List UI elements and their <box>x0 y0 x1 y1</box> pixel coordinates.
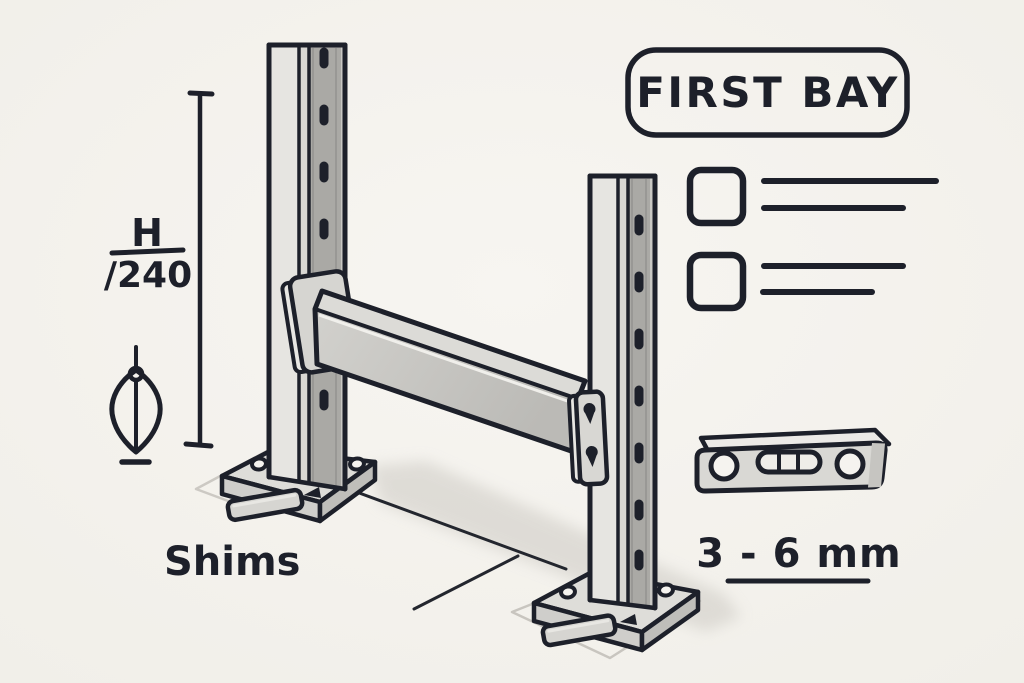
left-upright <box>266 42 348 492</box>
spirit-level-icon <box>694 427 892 494</box>
chalk-line <box>341 485 568 571</box>
checklist-item <box>686 251 906 312</box>
anchor-hole <box>348 456 366 472</box>
hook-holes <box>583 403 598 467</box>
anchor-hole <box>304 487 321 498</box>
anchor-hole <box>250 456 268 472</box>
shims-label: Shims <box>164 539 300 585</box>
checkbox-icon <box>686 251 747 312</box>
callout-label: FIRST BAY <box>636 68 900 117</box>
dimension-denominator: /240 <box>104 255 192 296</box>
checklist-item <box>686 166 939 227</box>
gap-label: 3 - 6 mm <box>696 531 901 577</box>
level-hole <box>708 450 740 482</box>
left-shim <box>225 487 305 523</box>
perforation-slots <box>634 214 644 571</box>
level-end-facet <box>868 443 885 488</box>
dimension-numerator: H <box>131 211 163 255</box>
checkbox-icon <box>686 166 747 227</box>
level-hole <box>834 448 866 480</box>
dimension-annotation: H /240 <box>104 90 215 449</box>
right-shim <box>540 613 618 648</box>
first-bay-callout: FIRST BAY <box>625 47 910 138</box>
dimension-line-icon <box>183 90 215 449</box>
anchor-hole <box>559 584 577 600</box>
checklist <box>686 166 939 312</box>
beam-connector-right <box>567 389 610 487</box>
callout-border <box>625 47 910 138</box>
chalk-line <box>412 554 520 611</box>
anchor-hole <box>620 614 637 625</box>
gap-dimension: 3 - 6 mm <box>696 531 901 584</box>
anchor-hole <box>657 582 675 598</box>
level-vial <box>755 449 823 475</box>
fraction-bar <box>109 247 186 256</box>
plumb-bob-icon <box>109 345 163 465</box>
right-upright <box>587 173 658 611</box>
